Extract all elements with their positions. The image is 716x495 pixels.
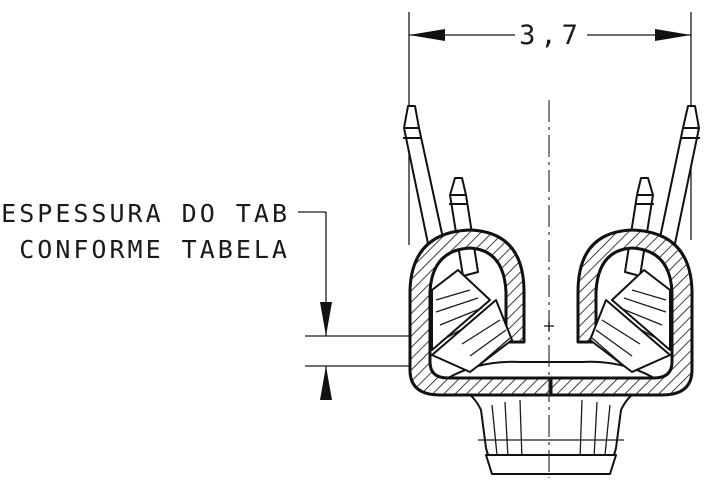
crimp-wedges-left — [431, 269, 513, 373]
overall-dimension-value: 3,7 — [519, 20, 583, 51]
barrel-base — [461, 389, 641, 475]
right-wing-section — [549, 228, 694, 397]
inner-tabs — [449, 177, 654, 277]
barrel-cone — [461, 389, 641, 463]
left-wing-section — [408, 228, 553, 397]
outer-tabs — [403, 105, 700, 259]
note-line-1: ESPESSURA DO TAB — [1, 199, 290, 228]
barrel-bottom — [485, 454, 617, 475]
arrow-left-icon — [409, 29, 445, 41]
inner-tab-right — [624, 177, 654, 277]
thickness-note: ESPESSURA DO TAB CONFORME TABELA — [1, 199, 432, 400]
arrow-down-icon — [320, 302, 332, 336]
note-line-2: CONFORME TABELA — [19, 235, 290, 264]
centerline — [544, 100, 554, 478]
crimp-wedges-right — [589, 269, 671, 373]
inner-tab-left — [449, 177, 479, 277]
arrow-up-icon — [320, 366, 332, 400]
arrow-right-icon — [655, 29, 691, 41]
overall-width-dimension: 3,7 — [408, 12, 692, 245]
